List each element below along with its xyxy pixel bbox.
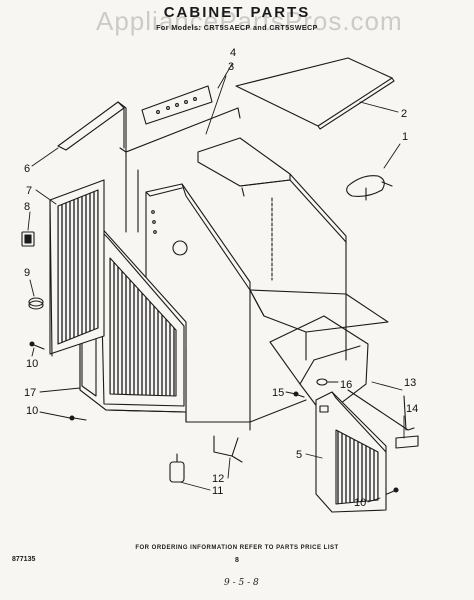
leader-lines <box>27 63 405 503</box>
callout-11: 11 <box>212 485 223 497</box>
fastener-16 <box>316 378 328 386</box>
callout-17: 17 <box>24 387 36 399</box>
rear-grille-part <box>315 391 387 513</box>
page-number: 8 <box>235 557 239 564</box>
handwritten-note: 9 - 5 - 8 <box>224 578 259 588</box>
ordering-note: FOR ORDERING INFORMATION REFER TO PARTS … <box>135 545 339 551</box>
callout-3: 3 <box>228 61 234 73</box>
callout-6: 6 <box>24 163 30 175</box>
grommet-part <box>28 297 44 310</box>
callout-10-left: 10 <box>26 358 38 370</box>
page-title: CABINET PARTS <box>163 4 311 21</box>
back-panel-part <box>125 107 273 281</box>
clip-part <box>213 435 243 463</box>
callout-8: 8 <box>24 201 30 213</box>
callout-4: 4 <box>230 47 236 59</box>
rail-part-13 <box>347 389 415 431</box>
catalog-number: 877135 <box>12 556 36 563</box>
drain-pan-part <box>269 315 369 417</box>
callout-7: 7 <box>26 185 32 197</box>
callout-10-right: 10 <box>354 497 366 509</box>
callout-15: 15 <box>272 387 284 399</box>
mounting-bracket-part <box>57 101 127 153</box>
bracket-part-14 <box>395 435 419 449</box>
fastener-15 <box>293 391 305 398</box>
page-subtitle: For Models: CRT5SAECP and CRT5SWECP <box>156 25 318 32</box>
watermark: AppliancePartsPros.com <box>96 6 403 36</box>
control-label-part <box>141 85 213 125</box>
callout-16: 16 <box>340 379 352 391</box>
callout-13: 13 <box>404 377 416 389</box>
screw-part-left <box>29 341 45 350</box>
switch-part <box>21 231 35 247</box>
callout-12: 12 <box>212 473 224 485</box>
callout-14: 14 <box>406 403 418 415</box>
callout-2: 2 <box>401 108 407 120</box>
screw-part-bottom <box>69 415 87 421</box>
handle-part <box>346 175 393 201</box>
callout-5: 5 <box>296 449 302 461</box>
callout-10-bottom: 10 <box>26 405 38 417</box>
cabinet-body <box>145 137 389 431</box>
callout-numbers: 1 2 3 4 5 6 7 8 9 10 10 10 11 12 13 14 1… <box>24 47 418 509</box>
side-grille-part <box>49 179 105 357</box>
callout-1: 1 <box>402 131 408 143</box>
callout-9: 9 <box>24 267 30 279</box>
leveling-leg-part <box>169 453 185 483</box>
top-cover-part <box>235 57 395 130</box>
